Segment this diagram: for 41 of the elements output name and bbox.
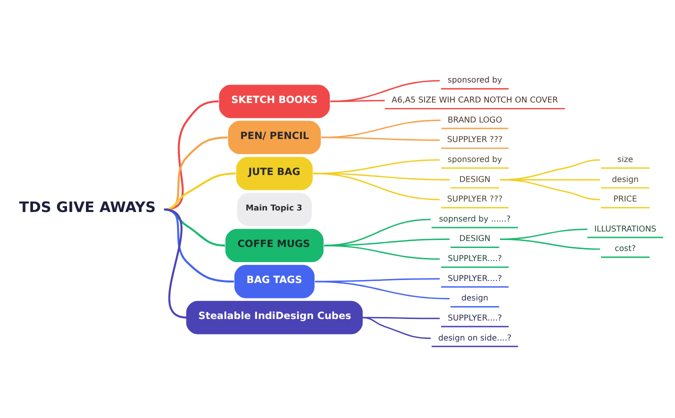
node-text: size: [617, 153, 634, 164]
node-text: cost?: [614, 242, 636, 253]
node-text: ILLUSTRATIONS: [594, 222, 656, 233]
node-text: A6,A5 SIZE WIH CARD NOTCH ON COVER: [392, 94, 558, 104]
connector: [164, 172, 236, 210]
connector: [321, 136, 440, 140]
node-text: DESIGN: [459, 232, 490, 243]
connector: [330, 99, 385, 102]
connector: [313, 172, 440, 200]
connector: [330, 80, 440, 102]
connector: [164, 208, 234, 282]
node-box: BAG TAGS: [234, 264, 315, 298]
node-text: SUPPLYER ???: [447, 134, 503, 144]
node-box: COFFE MUGS: [225, 228, 324, 262]
connector: [500, 238, 600, 250]
node-text: PRICE: [613, 193, 638, 204]
connector: [321, 119, 441, 138]
node-text: design: [461, 292, 488, 302]
node-text: BRAND LOGO: [448, 114, 502, 124]
node-box: Stealable IndiDesign Cubes: [186, 300, 363, 334]
connector: [500, 178, 600, 200]
connector: [362, 316, 431, 338]
connector: [164, 208, 187, 318]
node-text: sponsored by: [448, 153, 502, 164]
node-box: Main Topic 3: [237, 192, 312, 226]
node-box: SKETCH BOOKS: [219, 84, 330, 118]
connector: [164, 208, 225, 246]
node-box: PEN/ PENCIL: [228, 120, 321, 154]
node-text: design: [612, 173, 639, 184]
node-text: SUPPLYER ???: [447, 193, 503, 204]
node-text: DESIGN: [459, 173, 490, 184]
node-text: design on side....?: [438, 332, 512, 342]
connector: [324, 244, 440, 260]
node-text: TDS GIVE AWAYS: [19, 200, 156, 216]
node-text: SUPPLYER....?: [448, 252, 502, 263]
node-box: JUTE BAG: [236, 156, 313, 190]
node-text: SUPPLYER....?: [448, 312, 502, 322]
connector: [314, 280, 450, 299]
node-text: SUPPLYER....?: [448, 272, 502, 282]
node-text: sponsored by: [448, 74, 502, 84]
node-text: sopnserd by ......?: [438, 212, 511, 223]
